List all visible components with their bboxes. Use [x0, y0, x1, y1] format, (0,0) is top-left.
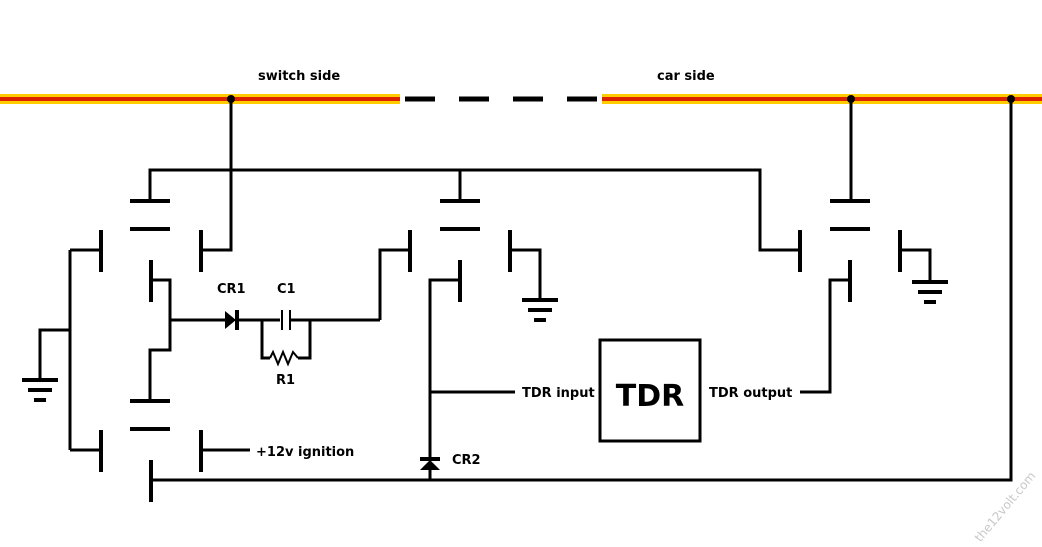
switch-side-label: switch side — [258, 69, 340, 84]
top-bus-wire — [148, 168, 800, 252]
tdr-box — [598, 338, 702, 443]
cr2-label: CR2 — [452, 453, 481, 468]
c1-label: C1 — [277, 282, 296, 297]
relay-2 — [70, 399, 250, 502]
relay-1 — [70, 99, 233, 399]
relay-4 — [798, 99, 932, 302]
cr1-diode-icon — [225, 311, 236, 329]
car-side-label: car side — [657, 69, 715, 84]
ground-symbol-left — [22, 378, 58, 402]
harness-wire-car-side — [602, 94, 1042, 104]
cr2-diode — [420, 457, 440, 480]
r1-label: R1 — [276, 373, 295, 388]
r1-resistor-icon — [269, 349, 299, 367]
harness-wire-switch-side — [0, 94, 400, 104]
ignition-label: +12v ignition — [256, 445, 354, 460]
relay-3 — [408, 199, 542, 460]
ground-symbol-middle — [522, 298, 558, 322]
tdr-input-label: TDR input — [522, 386, 595, 401]
tdr-output-wire — [800, 278, 850, 394]
cr2-diode-icon — [420, 460, 440, 470]
ground-symbol-right — [912, 280, 948, 304]
tdr-box-label: TDR — [616, 379, 684, 414]
bottom-return-wire — [151, 99, 1013, 482]
left-ground-wire — [38, 250, 72, 450]
cr1-c1-network — [170, 248, 410, 367]
tdr-output-label: TDR output — [709, 386, 792, 401]
cr1-label: CR1 — [217, 282, 246, 297]
